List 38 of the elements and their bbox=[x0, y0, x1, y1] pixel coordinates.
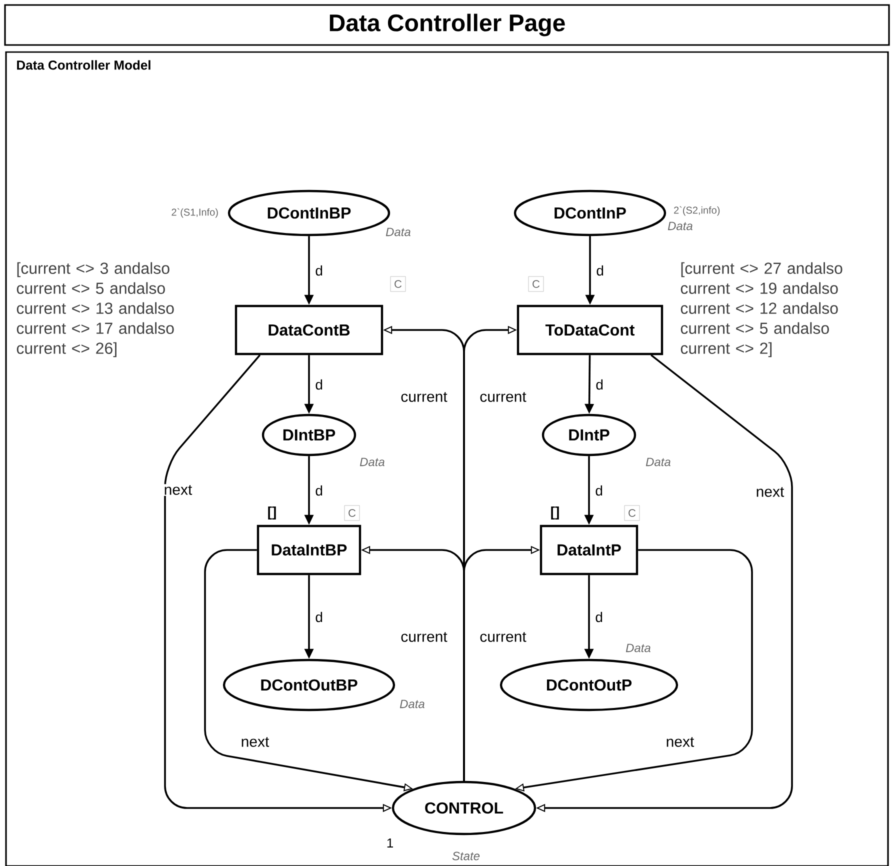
initial-marking-label: 2`(S2,info) bbox=[674, 206, 720, 216]
code-tag-box: C bbox=[344, 505, 360, 521]
transition-box: DataContB bbox=[234, 304, 384, 356]
edge-label: d bbox=[316, 485, 322, 496]
color-set-label: Data bbox=[646, 458, 670, 466]
transition-box: DataIntBP bbox=[256, 524, 362, 576]
edge-label: d bbox=[316, 612, 322, 622]
title-box: Data Controller Page bbox=[4, 4, 890, 46]
edge-label: next bbox=[242, 737, 270, 747]
code-tag-box: C bbox=[624, 505, 640, 521]
edge-label: next bbox=[666, 737, 694, 747]
edge-label: d bbox=[316, 379, 322, 390]
edge-label: d bbox=[316, 265, 322, 276]
code-tag-box: C bbox=[528, 276, 544, 292]
priority-label: [] bbox=[551, 506, 559, 520]
edge-label: current bbox=[480, 632, 526, 642]
priority-label: [] bbox=[268, 506, 276, 520]
transition-box: DataIntP bbox=[540, 524, 638, 576]
guard-label: [current <> 27 andalso current <> 19 andalso current <> 12 andalso current <> 5 andalso current <> 2] bbox=[680, 262, 842, 358]
edge-label: current bbox=[401, 632, 448, 642]
color-set-label: Data bbox=[668, 222, 692, 230]
edge-label: current bbox=[401, 392, 448, 402]
transition-box: ToDataCont bbox=[516, 304, 664, 356]
edge-label: next bbox=[756, 487, 784, 497]
edge-label: d bbox=[596, 485, 602, 496]
edge-label: next bbox=[164, 485, 192, 495]
color-set-label: Data bbox=[360, 458, 384, 466]
code-tag-box: C bbox=[390, 276, 406, 292]
edge-label: current bbox=[480, 392, 526, 402]
guard-label: [current <> 3 andalso current <> 5 andalso current <> 13 andalso current <> 17 andalso current <> 26] bbox=[16, 262, 174, 358]
initial-marking-label: 2`(S1,Info) bbox=[172, 208, 218, 218]
edge-label: d bbox=[596, 379, 603, 390]
color-set-label: Data bbox=[400, 700, 424, 708]
color-set-label: Data bbox=[626, 644, 650, 652]
color-set-label: State bbox=[452, 852, 480, 860]
edge-label: d bbox=[596, 612, 602, 622]
edge-label: d bbox=[596, 265, 604, 276]
initial-marking-label: 1 bbox=[387, 838, 393, 848]
